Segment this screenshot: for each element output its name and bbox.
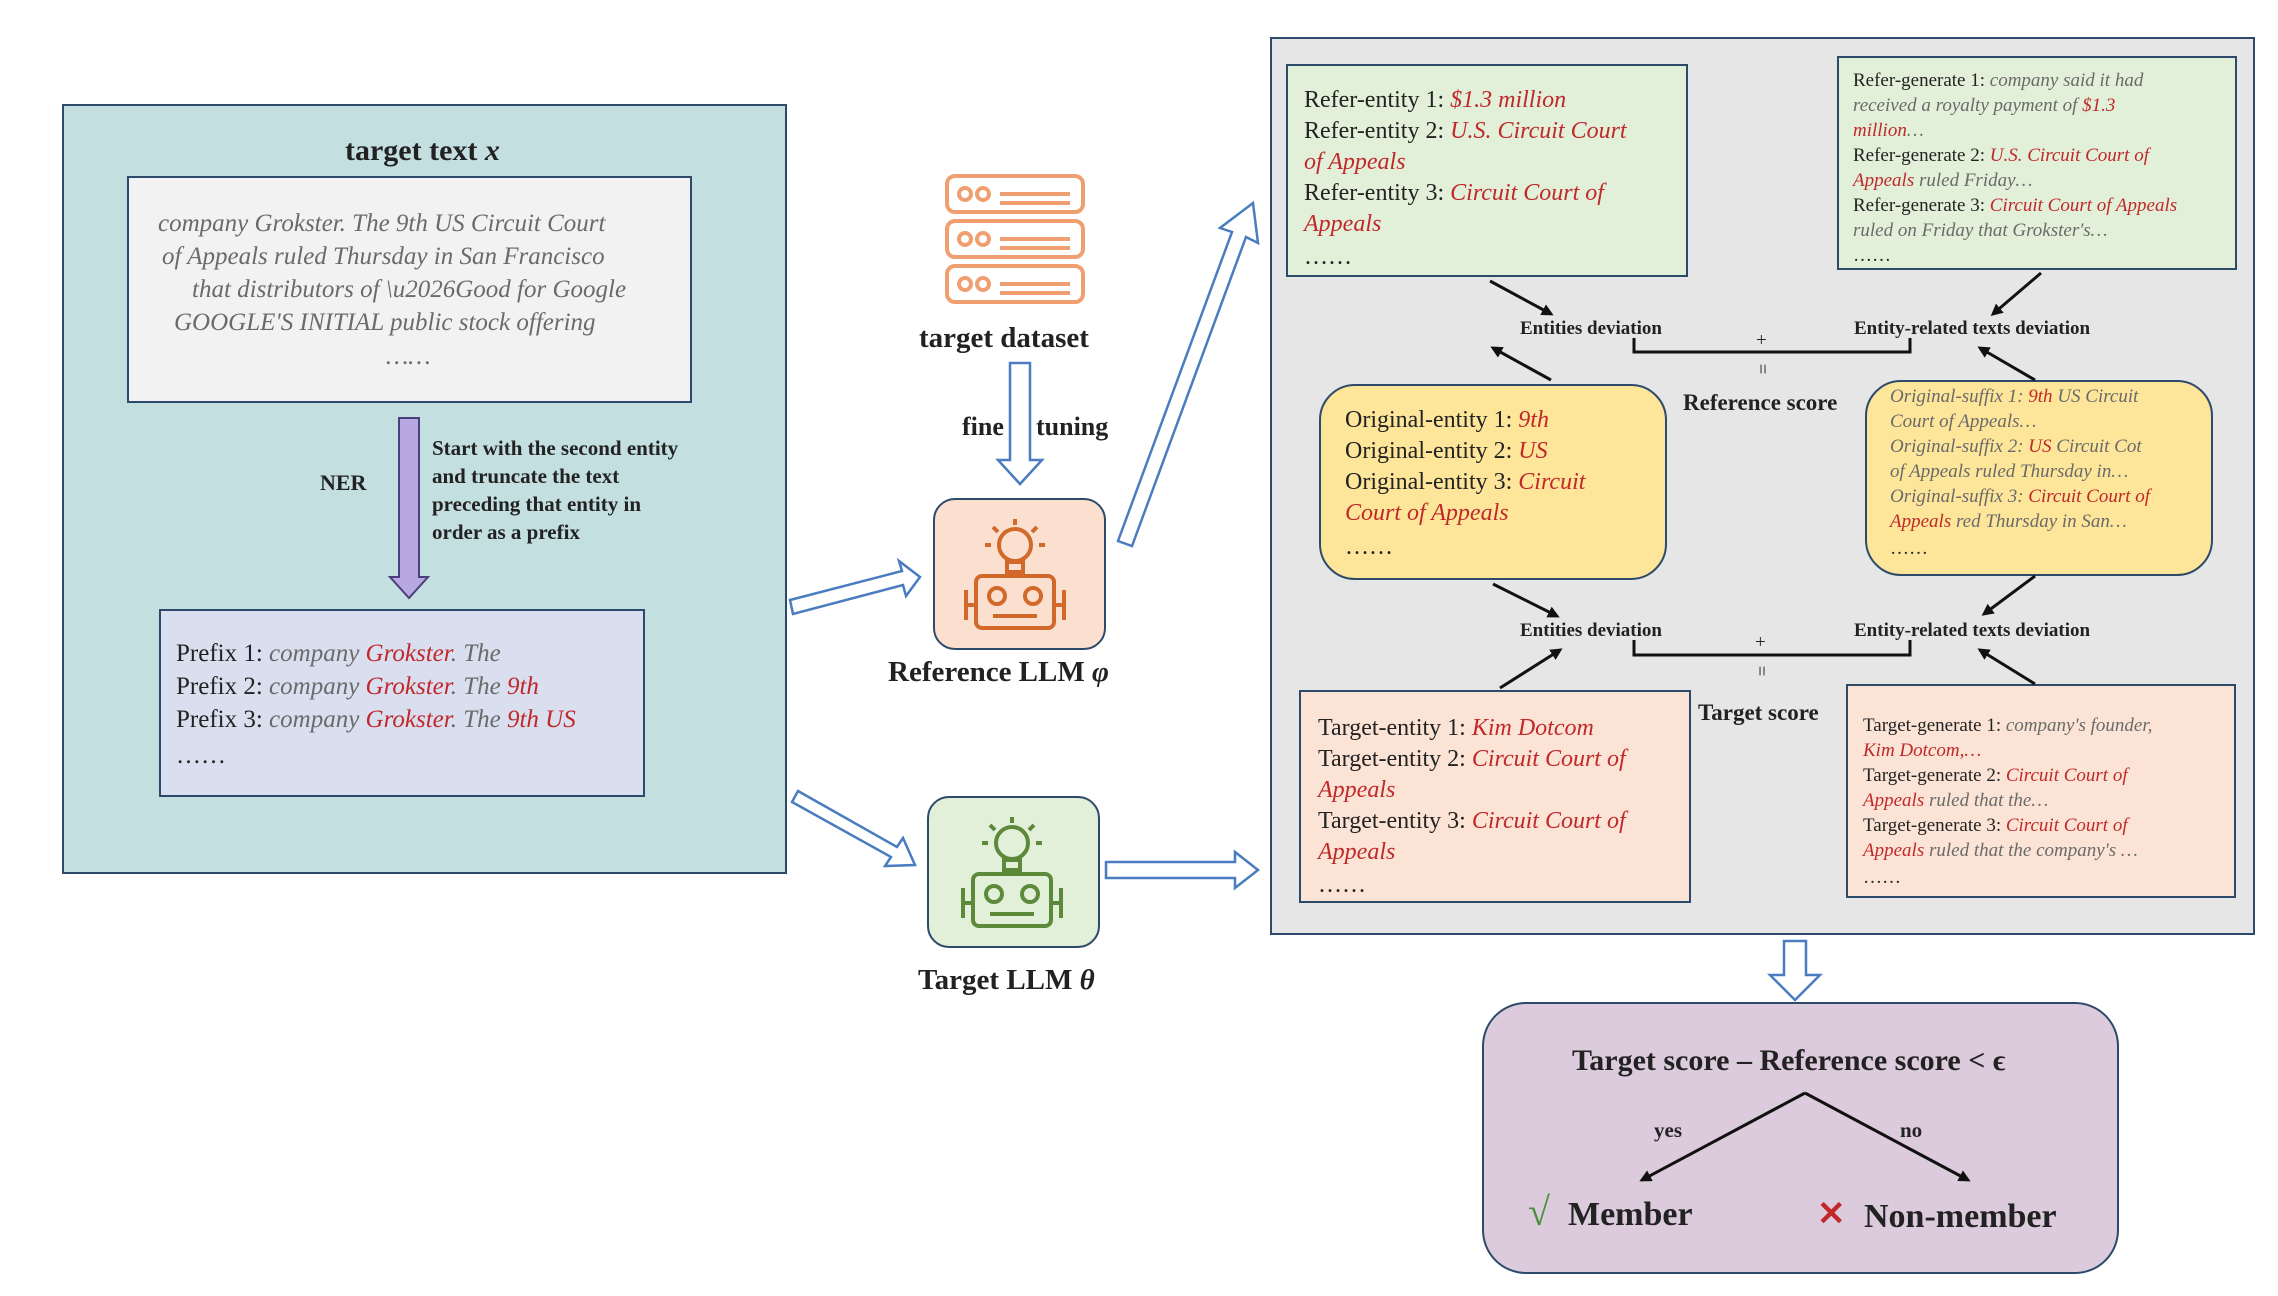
- target-text-line-2: of Appeals ruled Thursday in San Francis…: [162, 243, 605, 270]
- refer-entity-box: [1286, 64, 1688, 277]
- reference-llm-label: Reference LLM φ: [888, 656, 1109, 688]
- entities-deviation-target: Entities deviation: [1520, 620, 1662, 641]
- target-entity-2: Target-entity 2: Circuit Court of: [1318, 746, 1626, 772]
- refer-generate-box: [1837, 56, 2237, 270]
- refer-entity-2-cont: of Appeals: [1304, 149, 1406, 175]
- target-llm-label: Target LLM θ: [918, 964, 1095, 996]
- target-text-title: target text x: [345, 134, 500, 167]
- target-entity-2-cont: Appeals: [1318, 777, 1396, 803]
- target-generate-1: Target-generate 1: company's founder,: [1863, 715, 2153, 736]
- non-member-label: Non-member: [1864, 1198, 2057, 1235]
- original-suffix-2: Original-suffix 2: US Circuit Cot: [1890, 436, 2142, 457]
- refer-generate-2b: Appeals ruled Friday…: [1853, 170, 2033, 191]
- refer-generate-1: Refer-generate 1: company said it had: [1853, 70, 2144, 91]
- target-entity-3-cont: Appeals: [1318, 839, 1396, 865]
- target-generate-3b: Appeals ruled that the company's …: [1863, 840, 2138, 861]
- entities-deviation-ref: Entities deviation: [1520, 318, 1662, 339]
- cross-icon: ✕: [1817, 1196, 1846, 1233]
- target-to-panel-arrow: [1104, 849, 1261, 891]
- target-generate-ellipsis: ……: [1863, 867, 1901, 888]
- prefix-to-reference-arrow: [788, 557, 922, 616]
- target-score-label: Target score: [1698, 700, 1819, 725]
- instruction-line-3: preceding that entity in: [432, 492, 642, 516]
- target-entity-box: [1299, 690, 1691, 903]
- prefix-box: [159, 609, 645, 797]
- original-suffix-ellipsis: ……: [1890, 538, 1928, 559]
- original-entity-1: Original-entity 1: 9th: [1345, 407, 1549, 433]
- prefix-1: Prefix 1: company Grokster. The: [176, 640, 501, 667]
- original-entity-box: [1319, 384, 1667, 580]
- refer-generate-1c: million…: [1853, 120, 1924, 141]
- no-label: no: [1900, 1118, 1923, 1142]
- decision-formula: Target score – Reference score < ϵ: [1572, 1044, 2006, 1077]
- target-dataset-label: target dataset: [919, 322, 1089, 354]
- member-label: Member: [1568, 1196, 1693, 1233]
- plus-ref: +: [1756, 330, 1767, 351]
- original-suffix-2b: of Appeals ruled Thursday in…: [1890, 461, 2129, 482]
- refer-generate-ellipsis: ……: [1853, 245, 1891, 266]
- refer-generate-3: Refer-generate 3: Circuit Court of Appea…: [1853, 195, 2178, 216]
- yes-label: yes: [1654, 1118, 1682, 1142]
- refer-entity-3: Refer-entity 3: Circuit Court of: [1304, 180, 1604, 206]
- reference-to-panel-arrow: [1116, 200, 1260, 548]
- prefix-3: Prefix 3: company Grokster. The 9th US: [176, 706, 576, 733]
- original-entity-3: Original-entity 3: Circuit: [1345, 469, 1586, 495]
- original-suffix-1: Original-suffix 1: 9th US Circuit: [1890, 386, 2139, 407]
- ner-label: NER: [320, 470, 367, 495]
- refer-generate-2: Refer-generate 2: U.S. Circuit Court of: [1853, 145, 2149, 166]
- original-suffix-box: [1865, 380, 2213, 576]
- plus-target: +: [1755, 632, 1766, 653]
- reference-score-label: Reference score: [1683, 390, 1838, 415]
- target-text-box: [127, 176, 692, 403]
- target-text-line-1: company Grokster. The 9th US Circuit Cou…: [158, 210, 606, 237]
- original-suffix-1b: Court of Appeals…: [1890, 411, 2037, 432]
- target-text-line-3: that distributors of \u2026Good for Goog…: [192, 276, 627, 303]
- refer-entity-ellipsis: ……: [1304, 244, 1352, 270]
- original-suffix-3: Original-suffix 3: Circuit Court of: [1890, 486, 2151, 507]
- instruction-line-1: Start with the second entity: [432, 436, 679, 460]
- refer-entity-2: Refer-entity 2: U.S. Circuit Court: [1304, 118, 1627, 144]
- prefix-ellipsis: ……: [176, 742, 226, 769]
- finetune-arrow: [995, 361, 1045, 486]
- target-generate-2: Target-generate 2: Circuit Court of: [1863, 765, 2128, 786]
- tuning-label: tuning: [1036, 412, 1109, 441]
- target-generate-1b: Kim Dotcom,…: [1863, 740, 1982, 761]
- panel-to-decision-arrow: [1766, 939, 1824, 1002]
- refer-generate-3b: ruled on Friday that Grokster's…: [1853, 220, 2108, 241]
- prefix-2: Prefix 2: company Grokster. The 9th: [176, 673, 539, 700]
- target-text-line-4: GOOGLE'S INITIAL public stock offering: [174, 309, 596, 336]
- instruction-line-4: order as a prefix: [432, 520, 580, 544]
- original-entity-2: Original-entity 2: US: [1345, 438, 1548, 464]
- decision-box: [1482, 1002, 2119, 1274]
- target-generate-box: [1846, 684, 2236, 898]
- refer-generate-1b: received a royalty payment of $1.3: [1853, 95, 2116, 116]
- target-entity-ellipsis: ……: [1318, 872, 1366, 898]
- prefix-to-target-arrow: [790, 789, 917, 868]
- target-entity-1: Target-entity 1: Kim Dotcom: [1318, 715, 1594, 741]
- check-icon: √: [1528, 1189, 1550, 1234]
- target-generate-2b: Appeals ruled that the…: [1863, 790, 2049, 811]
- original-entity-ellipsis: ……: [1345, 534, 1393, 560]
- fine-label: fine: [962, 412, 1004, 441]
- refer-entity-3-cont: Appeals: [1304, 211, 1382, 237]
- entity-texts-deviation-target: Entity-related texts deviation: [1854, 620, 2091, 641]
- original-entity-3-cont: Court of Appeals: [1345, 500, 1509, 526]
- target-generate-3: Target-generate 3: Circuit Court of: [1863, 815, 2128, 836]
- entity-texts-deviation-ref: Entity-related texts deviation: [1854, 318, 2091, 339]
- original-suffix-3b: Appeals red Thursday in San…: [1890, 511, 2127, 532]
- refer-entity-1: Refer-entity 1: $1.3 million: [1304, 87, 1567, 113]
- target-text-ellipsis: ……: [386, 343, 431, 370]
- instruction-line-2: and truncate the text: [432, 464, 620, 488]
- target-entity-3: Target-entity 3: Circuit Court of: [1318, 808, 1626, 834]
